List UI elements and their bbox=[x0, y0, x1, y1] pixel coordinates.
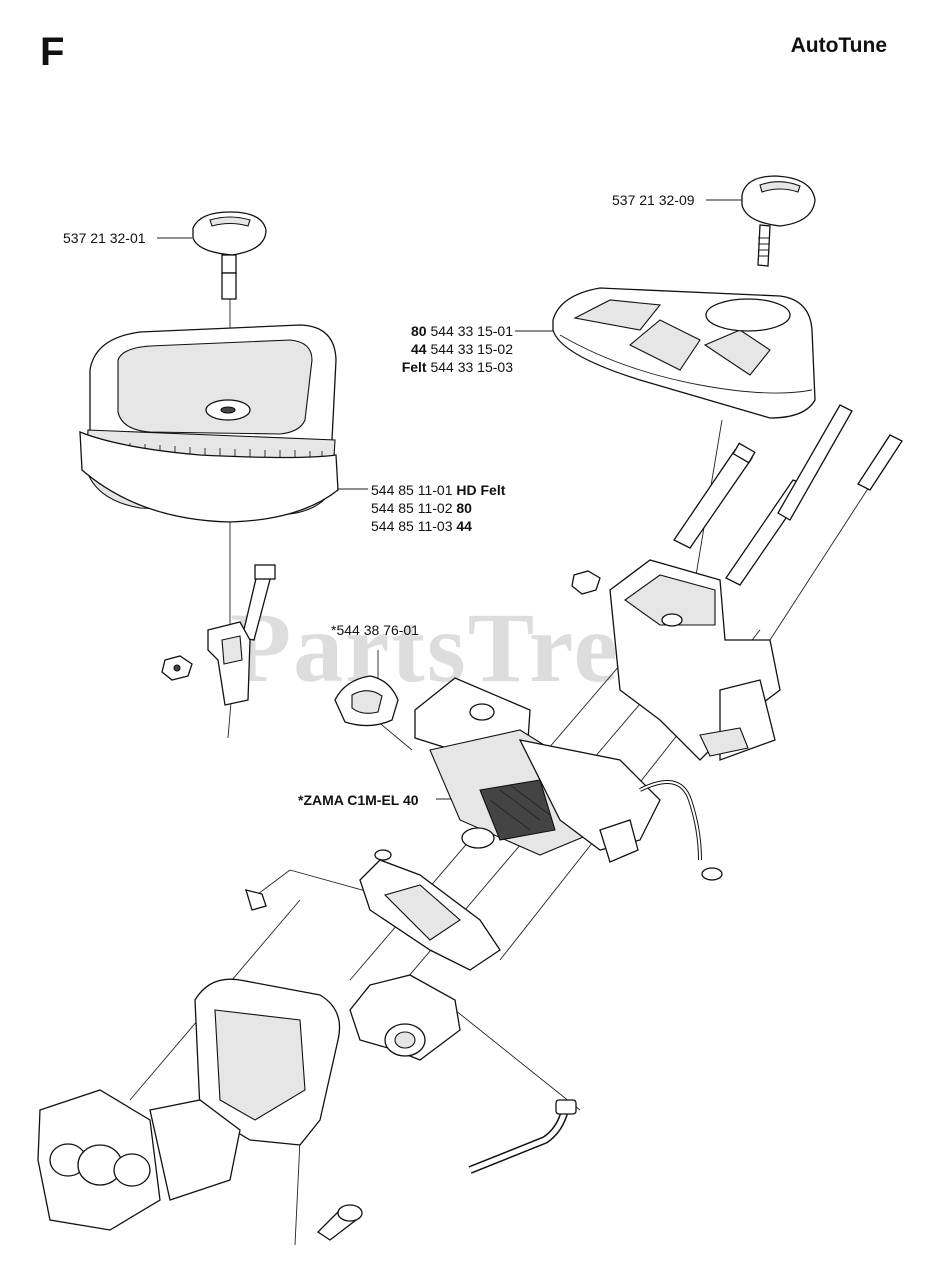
clip-icon bbox=[245, 889, 267, 911]
callout-knob-right: 537 21 32-09 bbox=[612, 192, 695, 208]
callout-cover-felt: Felt 544 33 15-03 bbox=[401, 359, 513, 375]
bracket-icon bbox=[207, 621, 251, 706]
gasket-icon bbox=[334, 675, 399, 727]
callout-filter-44: 544 85 11-03 44 bbox=[371, 518, 472, 534]
ground-wire-icon bbox=[639, 780, 723, 881]
callout-knob-left: 537 21 32-01 bbox=[63, 230, 146, 246]
spacer-icon bbox=[359, 827, 501, 971]
knob-icon bbox=[741, 175, 816, 267]
fuel-hose-icon bbox=[468, 1099, 577, 1174]
nut-icon bbox=[161, 570, 601, 681]
callout-carburetor: *ZAMA C1M-EL 40 bbox=[298, 792, 419, 808]
callout-gasket-kit: *544 38 76-01 bbox=[331, 622, 419, 638]
callout-filter-hd-felt: 544 85 11-01 HD Felt bbox=[371, 482, 506, 498]
frame-icon bbox=[609, 559, 781, 761]
intake-boot-icon bbox=[349, 974, 461, 1061]
callout-filter-80: 544 85 11-02 80 bbox=[371, 500, 472, 516]
page-title: AutoTune bbox=[790, 34, 887, 57]
callout-cover-80: 80 544 33 15-01 bbox=[411, 323, 513, 339]
screw-icon bbox=[241, 404, 903, 1241]
intake-manifold-icon bbox=[37, 978, 341, 1231]
carburetor-icon bbox=[414, 677, 661, 863]
callout-cover-44: 44 544 33 15-02 bbox=[411, 341, 513, 357]
section-letter: F bbox=[40, 30, 65, 74]
air-filter-icon bbox=[79, 324, 339, 523]
filter-cover-icon bbox=[552, 287, 816, 419]
knob-icon bbox=[192, 211, 267, 300]
